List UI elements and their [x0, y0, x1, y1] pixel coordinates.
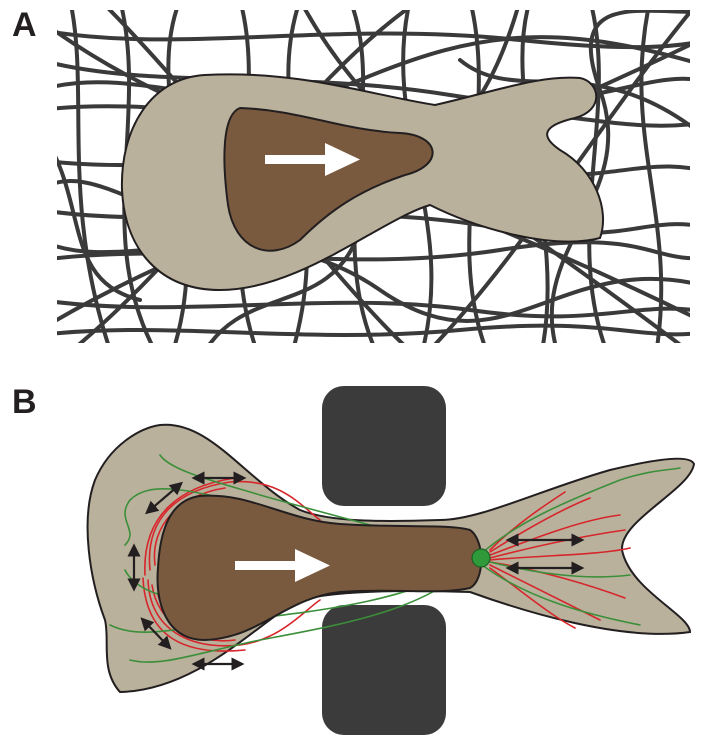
panel-b: [88, 386, 694, 735]
centrosome-dot: [472, 549, 490, 567]
panel-a: [40, 0, 710, 360]
pore-block-top: [322, 386, 446, 506]
